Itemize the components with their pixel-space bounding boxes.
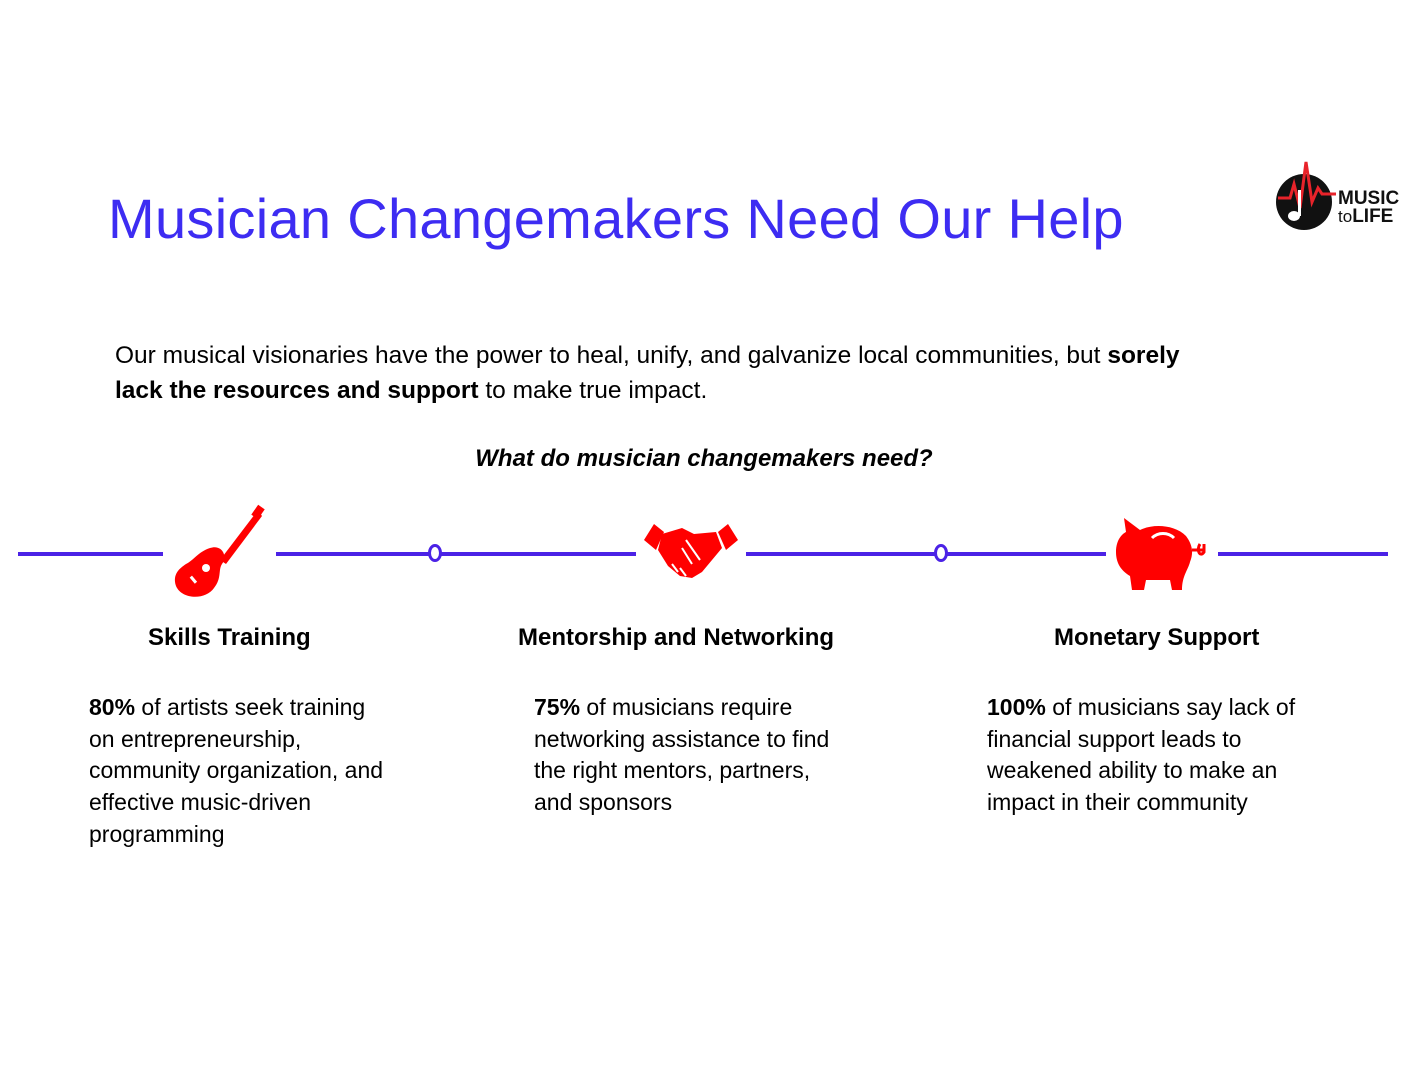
timeline-line [1218,552,1388,556]
piggy-bank-icon [1112,516,1212,599]
card-body-monetary-support: 100% of musicians say lack of financial … [987,692,1295,819]
intro-paragraph: Our musical visionaries have the power t… [115,338,1180,408]
intro-bold: sorely [1107,342,1180,369]
page-title: Musician Changemakers Need Our Help [108,187,1124,250]
section-question: What do musician changemakers need? [475,445,933,472]
body-line: networking assistance to find [534,725,830,752]
timeline-line [746,552,1106,556]
body-line: and sponsors [534,789,673,816]
music-to-life-logo: MUSIC toLIFE [1272,158,1400,239]
body-line: on entrepreneurship, [89,725,302,752]
body-line: of musicians require [580,694,793,720]
logo-text-to: to [1338,207,1352,226]
handshake-icon [642,520,740,587]
body-line: of artists seek training [135,694,366,720]
intro-text: to make true impact. [478,377,708,404]
body-line: financial support leads to [987,725,1242,752]
timeline-line [276,552,636,556]
stat: 80% [89,694,136,720]
card-heading-monetary-support: Monetary Support [1054,624,1260,651]
card-body-mentorship: 75% of musicians require networking assi… [534,692,829,819]
logo-text-life: LIFE [1352,206,1393,227]
timeline-node [934,544,948,562]
intro-bold: lack the resources and support [115,377,479,404]
card-body-skills-training: 80% of artists seek training on entrepre… [89,692,383,850]
logo-text-music: MUSIC [1338,188,1400,209]
body-line: impact in their community [987,789,1248,816]
card-heading-mentorship: Mentorship and Networking [518,624,835,651]
svg-text:toLIFE: toLIFE [1338,206,1393,227]
timeline-line [18,552,163,556]
stat: 100% [987,694,1046,720]
body-line: the right mentors, partners, [534,757,811,784]
body-line: effective music-driven [89,789,311,816]
stat: 75% [534,694,581,720]
intro-text: Our musical visionaries have the power t… [115,342,1108,369]
body-line: community organization, and [89,757,384,784]
body-line: weakened ability to make an [987,757,1278,784]
guitar-icon [170,504,270,605]
timeline-node [428,544,442,562]
card-heading-skills-training: Skills Training [148,624,311,651]
body-line: of musicians say lack of [1045,694,1296,720]
body-line: programming [89,820,225,847]
